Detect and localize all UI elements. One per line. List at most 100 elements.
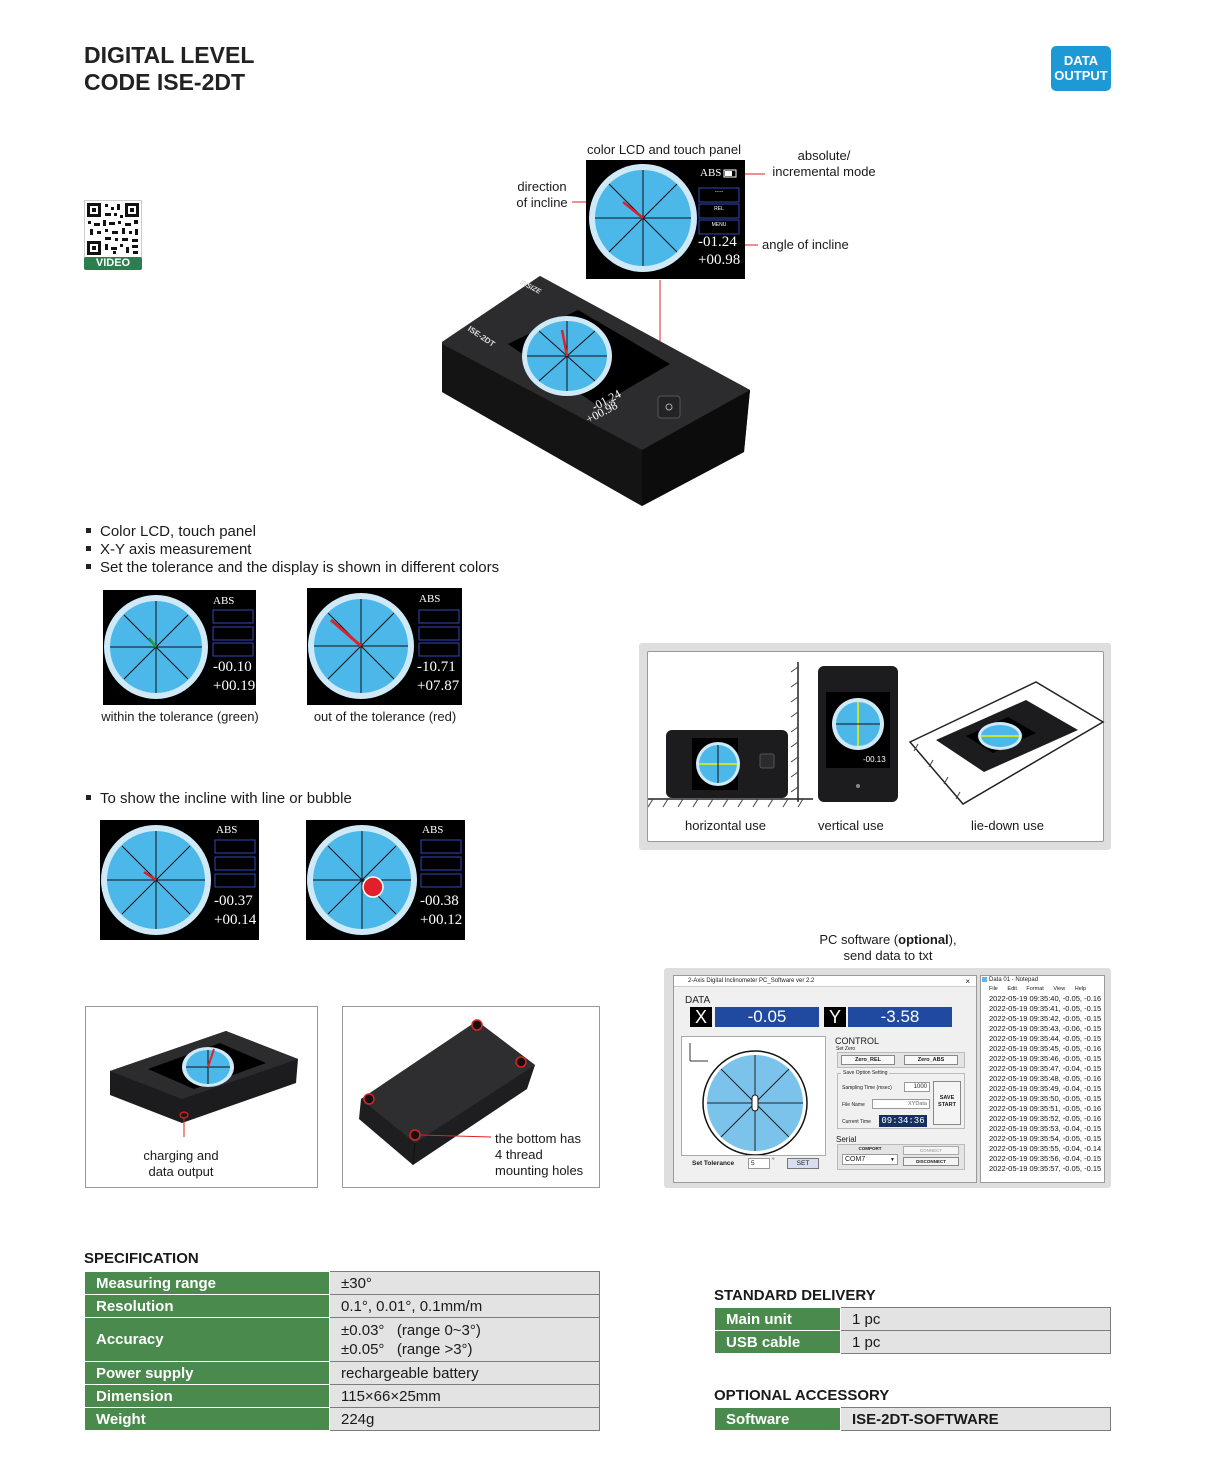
charging-caption: charging and data output	[126, 1148, 236, 1180]
notepad-line: 2022-05-19 09:35:47, -0.04, -0.15	[989, 1064, 1102, 1073]
spec-key: Dimension	[84, 1384, 330, 1408]
video-label: VIDEO	[84, 257, 142, 270]
zero-abs-button[interactable]: Zero_ABS	[904, 1055, 958, 1065]
save-start-button[interactable]: SAVE START	[933, 1081, 961, 1125]
notepad-line: 2022-05-19 09:35:43, -0.06, -0.15	[989, 1024, 1102, 1033]
notepad-line: 2022-05-19 09:35:53, -0.04, -0.15	[989, 1124, 1102, 1133]
lcd-zoom-screen: ABS ----- REL MENU -01.24 +00.98	[586, 160, 745, 279]
delivery-key: Main unit	[714, 1307, 841, 1331]
lcd-tolerance-red: ABS -10.71 +07.87	[307, 588, 462, 705]
accessory-key: Software	[714, 1407, 841, 1431]
set-tolerance-button[interactable]: SET	[787, 1158, 819, 1169]
lcd-line-x: -00.37	[214, 893, 253, 909]
qr-code-icon[interactable]	[84, 200, 142, 258]
notepad-line: 2022-05-19 09:35:48, -0.05, -0.16	[989, 1074, 1102, 1083]
save-start-line2: START	[938, 1102, 956, 1108]
delivery-key: USB cable	[714, 1330, 841, 1354]
notepad-icon	[982, 977, 987, 982]
sampling-input[interactable]: 1000	[904, 1082, 930, 1092]
lcd-red-x: -10.71	[417, 659, 456, 675]
spec-value-line1: ±0.03° (range 0~3°)	[341, 1321, 481, 1339]
usage-horizontal-label: horizontal use	[685, 818, 766, 833]
zero-rel-button[interactable]: Zero_REL	[841, 1055, 895, 1065]
notepad-menu-format[interactable]: Format	[1026, 986, 1044, 992]
title-line-1: DIGITAL LEVEL	[84, 42, 255, 68]
software-caption-post: ),	[948, 932, 957, 947]
software-caption: PC software (optional), send data to txt	[798, 932, 978, 964]
accessory-title: OPTIONAL ACCESSORY	[714, 1387, 890, 1404]
lcd-bubble-mode: ABS -00.38 +00.12	[306, 820, 465, 940]
photo-charging: charging and data output	[85, 1006, 318, 1188]
software-caption-line2: send data to txt	[843, 948, 933, 963]
disconnect-button[interactable]: DISCONNECT	[903, 1157, 959, 1166]
notepad-line: 2022-05-19 09:35:49, -0.04, -0.15	[989, 1084, 1102, 1093]
spec-title: SPECIFICATION	[84, 1250, 199, 1267]
usage-liedown-label: lie-down use	[971, 818, 1044, 833]
current-time-display: 09:34:36	[879, 1115, 927, 1127]
notepad-line: 2022-05-19 09:35:54, -0.05, -0.15	[989, 1134, 1102, 1143]
notepad-line: 2022-05-19 09:35:50, -0.05, -0.15	[989, 1094, 1102, 1103]
usage-illustration	[647, 662, 1105, 808]
callout-direction: direction of incline	[500, 179, 584, 211]
spec-value: ±30°	[329, 1271, 600, 1295]
data-output-badge: DATA OUTPUT	[1051, 46, 1111, 91]
comport-value: COM7	[845, 1156, 866, 1163]
notepad-line: 2022-05-19 09:35:52, -0.05, -0.16	[989, 1114, 1102, 1123]
connect-button[interactable]: CONNECT	[903, 1146, 959, 1155]
incline-feature: To show the incline with line or bubble	[86, 790, 352, 808]
y-value-display: -3.58	[848, 1007, 952, 1027]
lcd-red-mode: ABS	[419, 593, 441, 605]
delivery-title: STANDARD DELIVERY	[714, 1287, 876, 1304]
software-gauge	[681, 1036, 826, 1156]
notepad-titlebar: Data 01 - Notepad	[981, 976, 1104, 985]
lcd-line-y: +00.14	[214, 912, 257, 928]
feature-item: X-Y axis measurement	[86, 541, 499, 559]
x-label: X	[690, 1007, 712, 1027]
notepad-menu-edit[interactable]: Edit	[1007, 986, 1017, 992]
callout-abs-1: absolute/	[797, 148, 851, 163]
bottom-caption: the bottom has 4 thread mounting holes	[495, 1131, 583, 1179]
badge-line-2: OUTPUT	[1054, 68, 1108, 83]
software-window: 2-Axis Digital Inclinometer PC_Software …	[673, 975, 977, 1183]
caption-green: within the tolerance (green)	[101, 709, 259, 724]
lcd-green-y: +00.19	[213, 678, 256, 694]
usage-vertical-label: vertical use	[818, 818, 884, 833]
notepad-menu-view[interactable]: View	[1053, 986, 1066, 992]
badge-line-1: DATA	[1063, 53, 1099, 68]
callout-direction-1: direction	[517, 179, 567, 194]
spec-value-line2: ±0.05° (range >3°)	[341, 1340, 473, 1358]
spec-row: Measuring range±30°	[84, 1271, 600, 1295]
spec-row: Accuracy±0.03° (range 0~3°)±0.05° (range…	[84, 1317, 600, 1362]
lcd-mode: ABS	[700, 167, 722, 179]
comport-select[interactable]: COM7 ▼	[842, 1154, 898, 1165]
save-option-group	[837, 1073, 965, 1129]
feature-item: Set the tolerance and the display is sho…	[86, 559, 499, 577]
software-window-title: 2-Axis Digital Inclinometer PC_Software …	[688, 978, 815, 984]
window-close-icon[interactable]: ×	[965, 977, 970, 986]
lcd-btn-2: REL	[714, 206, 724, 212]
save-start-line1: SAVE	[939, 1095, 955, 1101]
notepad-menu-file[interactable]: File	[989, 986, 998, 992]
charging-photo	[110, 1031, 298, 1147]
delivery-value: 1 pc	[840, 1330, 1111, 1354]
usage-frame: -00.13 horizontal use vertical use lie-d…	[647, 651, 1105, 842]
feature-list: Color LCD, touch panel X-Y axis measurem…	[86, 523, 499, 577]
set-tolerance-input[interactable]: 5	[748, 1158, 770, 1169]
notepad-window: Data 01 - Notepad File Edit Format View …	[980, 975, 1105, 1183]
file-name-input[interactable]: XYData	[872, 1099, 930, 1109]
lcd-zoom-graphic	[589, 164, 740, 272]
notepad-line: 2022-05-19 09:35:42, -0.05, -0.15	[989, 1014, 1102, 1023]
notepad-menu-help[interactable]: Help	[1074, 986, 1087, 992]
file-name-label: File Name	[842, 1102, 865, 1108]
bottom-photo	[359, 1019, 535, 1166]
device-photo	[442, 276, 750, 506]
bottom-caption-3: mounting holes	[495, 1163, 584, 1178]
software-caption-bold: optional	[898, 932, 949, 947]
data-label: DATA	[685, 995, 711, 1006]
spec-key: Power supply	[84, 1361, 330, 1385]
lcd-btn-1: -----	[714, 189, 724, 195]
gauge-graphic	[689, 1043, 808, 1156]
